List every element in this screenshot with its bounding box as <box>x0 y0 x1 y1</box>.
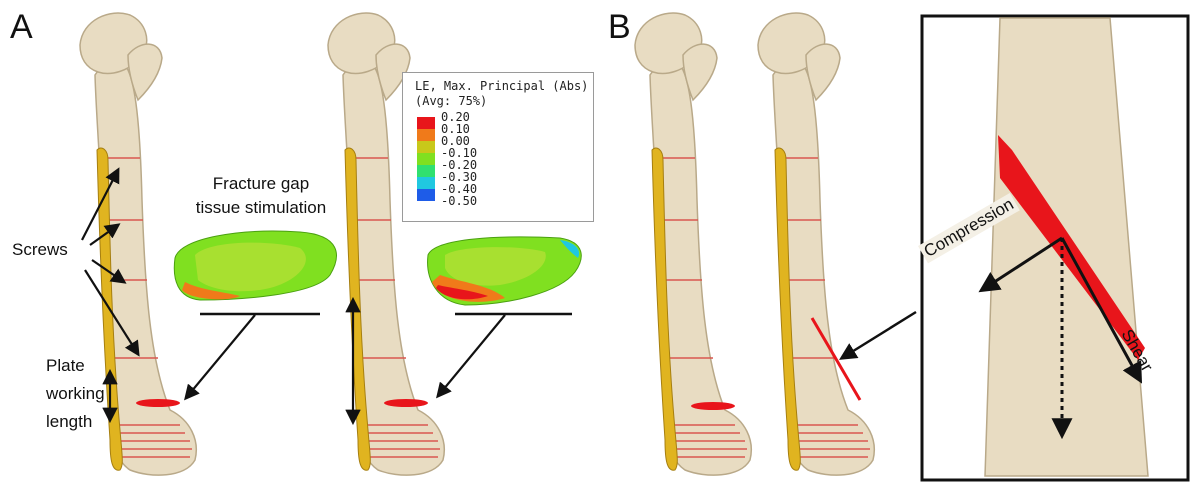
legend-swatch <box>417 165 435 177</box>
plate-label-line2: working <box>46 384 105 403</box>
fracture-gap-b1 <box>691 402 735 410</box>
zoom-pointer-arrow <box>839 310 917 360</box>
legend-value: 0.20 <box>441 110 470 124</box>
legend-swatch <box>417 189 435 201</box>
legend-value: -0.20 <box>441 158 478 172</box>
legend-title-line1: LE, Max. Principal (Abs) <box>415 79 589 93</box>
legend-value: -0.50 <box>441 194 478 208</box>
femur-bone-b2 <box>757 12 876 476</box>
blob-pointer-arrow-2 <box>436 314 506 399</box>
blob-pointer-arrow-1 <box>184 314 256 401</box>
legend-title-line2: (Avg: 75%) <box>415 94 488 108</box>
legend-swatch <box>417 153 435 165</box>
plate-label-line3: length <box>46 412 93 431</box>
panel-label-b: B <box>608 8 631 46</box>
compression-arrow <box>978 236 1063 293</box>
legend-value: 0.00 <box>441 134 470 148</box>
oblique-fracture-b2 <box>810 317 862 401</box>
fracture-label-line1: Fracture gap <box>212 174 310 193</box>
stimulation-blob-1 <box>173 230 337 301</box>
legend-swatch <box>417 117 435 129</box>
legend-title: LE, Max. Principal (Abs) (Avg: 75%) <box>415 79 588 109</box>
screws-label: Screws <box>12 240 68 259</box>
fracture-gap-label: Fracture gap tissue stimulation <box>186 174 336 218</box>
zoom-fracture-line <box>998 135 1145 360</box>
fracture-label-line2: tissue stimulation <box>195 198 327 217</box>
legend-value: 0.10 <box>441 122 470 136</box>
fracture-gap-a2 <box>384 399 428 407</box>
legend-swatch <box>417 129 435 141</box>
plate-working-length-label: Plate working length <box>46 356 105 432</box>
panel-label-a: A <box>10 8 33 46</box>
stimulation-blob-2 <box>427 236 582 306</box>
shear-arrow <box>1060 237 1143 384</box>
screws-arrows <box>81 167 140 357</box>
legend-swatch <box>417 177 435 189</box>
legend-swatch <box>417 141 435 153</box>
legend-value: -0.30 <box>441 170 478 184</box>
legend-value: -0.10 <box>441 146 478 160</box>
fracture-gap-a1 <box>136 399 180 407</box>
legend-colorbar <box>417 117 435 201</box>
legend-value: -0.40 <box>441 182 478 196</box>
plate-label-line1: Plate <box>46 356 85 375</box>
strain-legend: LE, Max. Principal (Abs) (Avg: 75%) 0.20… <box>402 72 594 222</box>
